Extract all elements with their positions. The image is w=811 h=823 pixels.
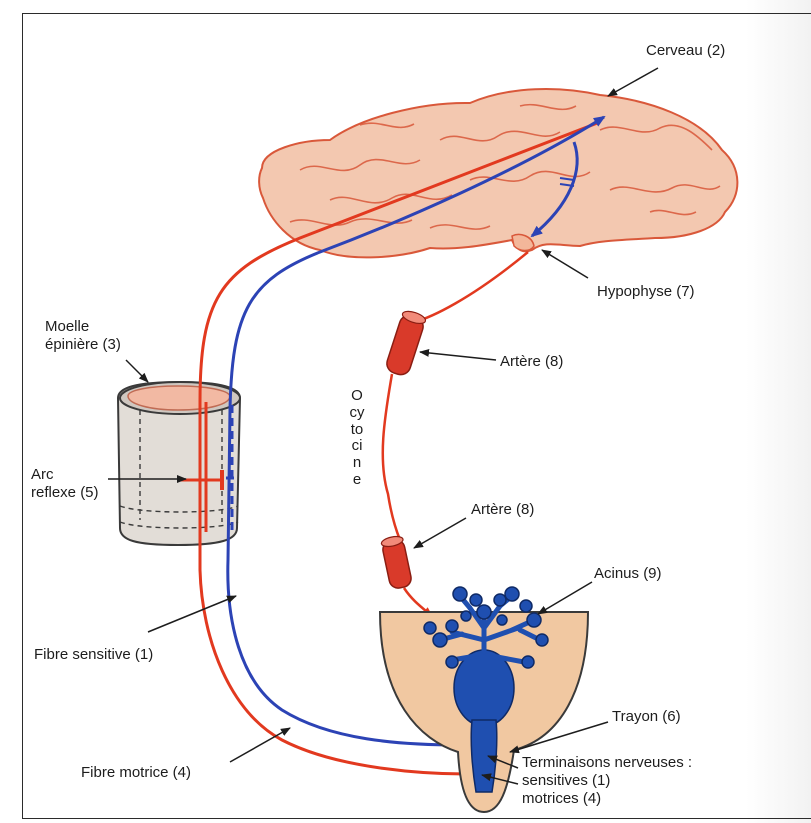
label-ocytocine: Ocytocine: [349, 388, 365, 489]
spinal-cord: [118, 382, 240, 545]
label-arc-line2: reflexe (5): [31, 484, 99, 502]
label-fibre-sensitive: Fibre sensitive (1): [34, 646, 153, 664]
label-arc-line1: Arc: [31, 466, 54, 484]
label-motrices: motrices (4): [522, 790, 601, 808]
label-trayon: Trayon (6): [612, 708, 681, 726]
artery-lower: [381, 535, 413, 590]
label-acinus: Acinus (9): [594, 565, 662, 583]
label-artere-lower: Artère (8): [471, 501, 534, 519]
label-sensitives: sensitives (1): [522, 772, 610, 790]
label-artere-upper: Artère (8): [500, 353, 563, 371]
label-fibre-motrice: Fibre motrice (4): [81, 764, 191, 782]
label-hypophyse: Hypophyse (7): [597, 283, 695, 301]
artery-upper: [384, 309, 427, 377]
label-moelle-line2: épinière (3): [45, 336, 121, 354]
label-moelle-line1: Moelle: [45, 318, 89, 336]
label-cerveau: Cerveau (2): [646, 42, 725, 60]
brain: [259, 89, 737, 257]
label-terminaisons: Terminaisons nerveuses :: [522, 754, 692, 772]
